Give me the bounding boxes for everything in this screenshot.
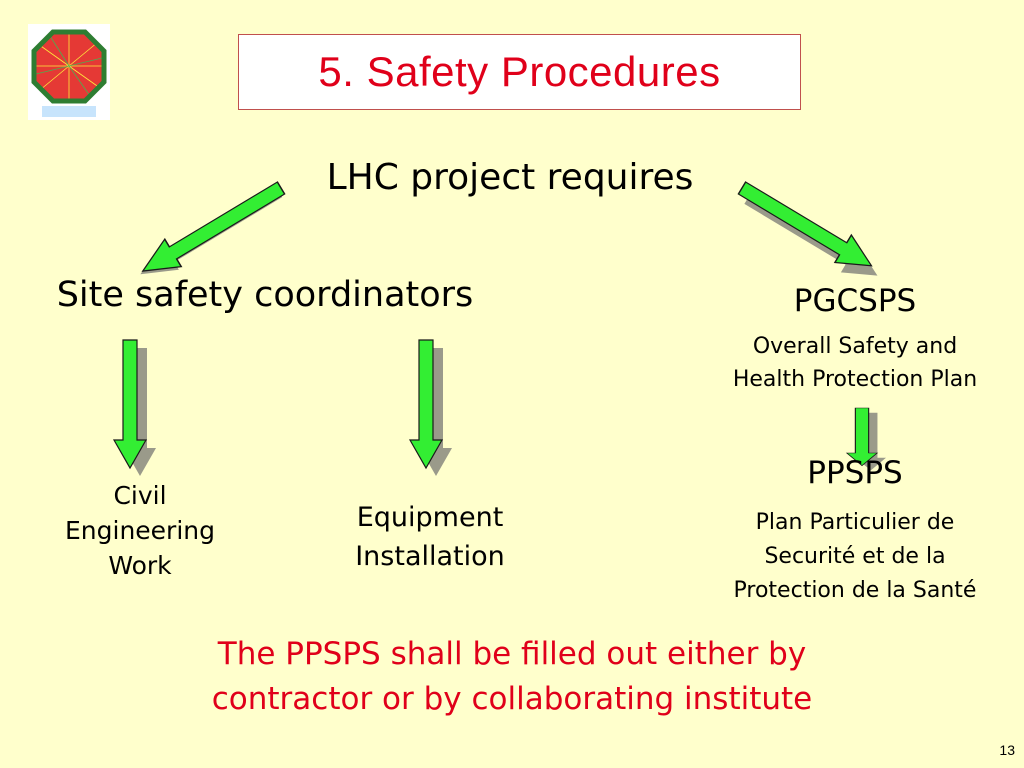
slide-title: 5. Safety Procedures	[318, 48, 721, 95]
pgcsps-description-line: Health Protection Plan	[732, 367, 978, 392]
arrow-site-safety-to-equipment	[409, 339, 452, 476]
ppsps-description: Plan Particulier de Securité et de la Pr…	[690, 506, 1020, 608]
pgcsps-description: Overall Safety and Health Protection Pla…	[690, 330, 1020, 396]
civil-engineering-line: Work	[108, 551, 172, 580]
root-node-label: LHC project requires	[326, 157, 694, 198]
arrow-root-to-pgcsps	[733, 173, 886, 290]
footer-note-line: The PPSPS shall be filled out either by	[217, 636, 807, 672]
arrow-root-to-site-safety	[132, 173, 290, 288]
equipment-installation-line: Equipment	[356, 502, 504, 533]
slide-title-box: 5. Safety Procedures	[238, 34, 801, 110]
equipment-installation-line: Installation	[355, 541, 505, 572]
ppsps-description-line: Plan Particulier de	[755, 510, 955, 535]
page-number: 13	[999, 742, 1015, 758]
pgcsps-description-line: Overall Safety and	[752, 334, 958, 359]
alice-logo-icon	[28, 24, 110, 120]
civil-engineering-node: Civil Engineering Work	[40, 478, 240, 583]
equipment-installation-node: Equipment Installation	[320, 498, 540, 576]
site-safety-node-label: Site safety coordinators	[56, 275, 474, 315]
civil-engineering-line: Engineering	[65, 516, 215, 545]
civil-engineering-line: Civil	[113, 481, 167, 510]
arrow-site-safety-to-civil	[113, 339, 156, 476]
ppsps-description-line: Securité et de la	[764, 544, 946, 569]
pgcsps-node-label: PGCSPS	[793, 283, 917, 319]
footer-note: The PPSPS shall be filled out either by …	[60, 632, 964, 722]
footer-note-line: contractor or by collaborating institute	[211, 681, 813, 717]
ppsps-node-label: PPSPS	[807, 455, 903, 491]
ppsps-description-line: Protection de la Santé	[733, 578, 977, 603]
